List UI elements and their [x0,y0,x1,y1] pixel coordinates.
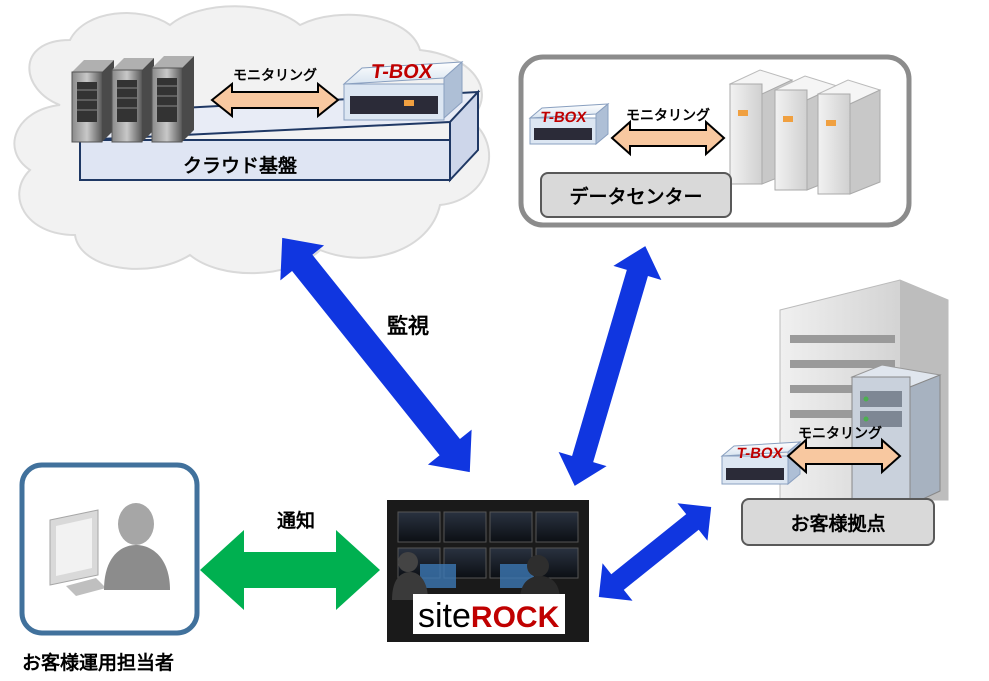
siterock-center: siteROCK [387,500,589,642]
customer-site-group: T-BOX モニタリング [720,279,949,506]
notify-arrow [200,530,380,610]
platform-front [79,139,451,181]
operator-pc-icon [49,509,106,596]
datacenter-tbox-label: T-BOX [539,109,587,126]
operator-frame [19,462,200,636]
datacenter-monitoring-label: モニタリング [626,107,710,124]
datacenter-servers-icon [728,69,882,195]
siterock-logo-plate [413,594,565,634]
cloud-servers-icon [71,56,194,143]
site-to-center-arrow [598,503,712,601]
customer-tbox-icon: T-BOX [720,440,802,486]
customer-site-label: お客様拠点 [741,498,935,546]
datacenter-tbox-icon: T-BOX [528,102,610,146]
watch-arrows [280,237,712,601]
tower-server-icon [850,364,942,506]
notify-label: 通知 [277,510,316,532]
siterock-logo: siteROCK [418,597,560,635]
operator-group [19,462,200,636]
siterock-logo-suffix: ROCK [471,601,560,634]
watch-label: 監視 [387,314,429,338]
datacenter-monitoring-arrow [610,119,726,157]
datacenter-label: データセンター [540,172,732,218]
cloud-monitoring-arrow [210,81,340,119]
person-icon [104,503,170,590]
operator-label: お客様運用担当者 [22,652,175,674]
cloud-to-center-arrow [280,237,472,473]
customer-tbox-label: T-BOX [736,445,784,462]
siterock-logo-prefix: site [418,597,471,635]
cloud-tbox-icon: T-BOX [342,60,464,121]
customer-monitoring-arrow [786,437,902,475]
datacenter-to-center-arrow [558,246,662,486]
cloud-group: クラウド基盤 [13,5,491,275]
cloud-tbox-label: T-BOX [370,61,435,83]
cloud-monitoring-label: モニタリング [233,67,317,84]
cloud-platform-label: クラウド基盤 [183,154,298,177]
customer-monitoring-label: モニタリング [798,425,882,442]
